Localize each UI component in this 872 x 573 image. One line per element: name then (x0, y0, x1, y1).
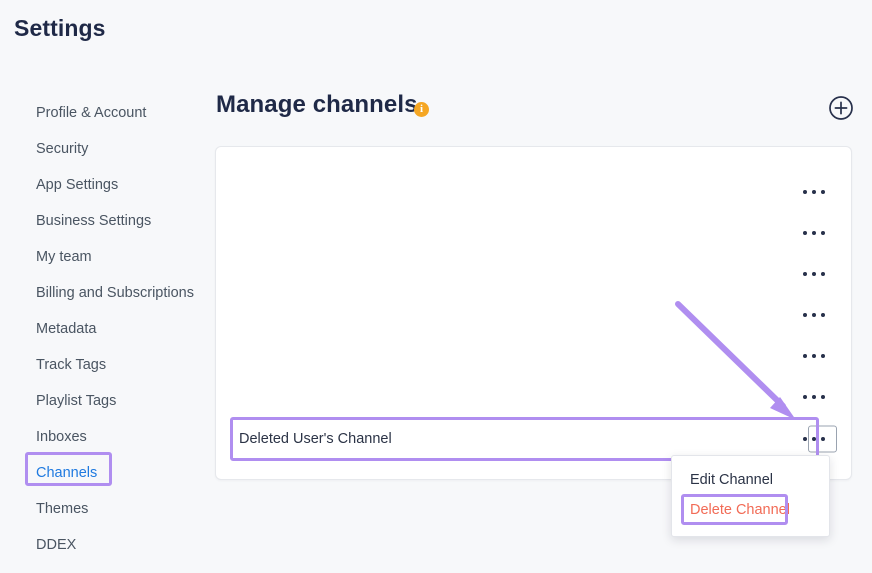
sidebar-item-themes[interactable]: Themes (36, 501, 89, 517)
sidebar-item-app-settings[interactable]: App Settings (36, 177, 119, 193)
kebab-menu-icon[interactable] (801, 309, 829, 321)
table-row[interactable] (216, 294, 851, 335)
sidebar-item-inboxes[interactable]: Inboxes (36, 429, 87, 445)
kebab-menu-icon[interactable] (801, 391, 829, 403)
sidebar-item-security[interactable]: Security (36, 141, 89, 157)
sidebar-item-channels[interactable]: Channels (36, 465, 98, 481)
sidebar-item-business-settings[interactable]: Business Settings (36, 213, 152, 229)
page-title: Settings (14, 15, 106, 41)
table-row[interactable] (216, 253, 851, 294)
table-row-deleted-user-channel[interactable]: Deleted User's Channel (216, 418, 851, 459)
channel-context-menu: Edit Channel Delete Channel (671, 455, 830, 537)
info-icon[interactable]: i (414, 102, 429, 117)
kebab-menu-icon[interactable] (801, 350, 829, 362)
table-row[interactable] (216, 212, 851, 253)
kebab-menu-icon[interactable] (801, 268, 829, 280)
settings-sidebar: Profile & Account Security App Settings … (0, 95, 200, 563)
kebab-menu-icon[interactable] (801, 433, 829, 445)
kebab-menu-icon[interactable] (801, 186, 829, 198)
channel-name: Deleted User's Channel (239, 430, 392, 447)
sidebar-item-profile-account[interactable]: Profile & Account (36, 105, 147, 121)
sidebar-item-ddex[interactable]: DDEX (36, 537, 77, 553)
table-row[interactable] (216, 335, 851, 376)
plus-circle-icon[interactable] (828, 95, 854, 121)
channel-list-card: Deleted User's Channel (215, 146, 852, 480)
kebab-menu-icon[interactable] (801, 227, 829, 239)
sidebar-item-metadata[interactable]: Metadata (36, 321, 97, 337)
main-content-header: Manage channels i (215, 85, 854, 133)
table-row[interactable] (216, 171, 851, 212)
menu-item-edit-channel[interactable]: Edit Channel (690, 472, 774, 488)
table-row[interactable] (216, 376, 851, 417)
sidebar-item-billing-and-subscriptions[interactable]: Billing and Subscriptions (36, 285, 194, 301)
menu-item-delete-channel[interactable]: Delete Channel (690, 502, 790, 518)
page-heading: Manage channels (216, 91, 418, 118)
sidebar-item-track-tags[interactable]: Track Tags (36, 357, 107, 373)
sidebar-item-my-team[interactable]: My team (36, 249, 92, 265)
sidebar-item-playlist-tags[interactable]: Playlist Tags (36, 393, 117, 409)
